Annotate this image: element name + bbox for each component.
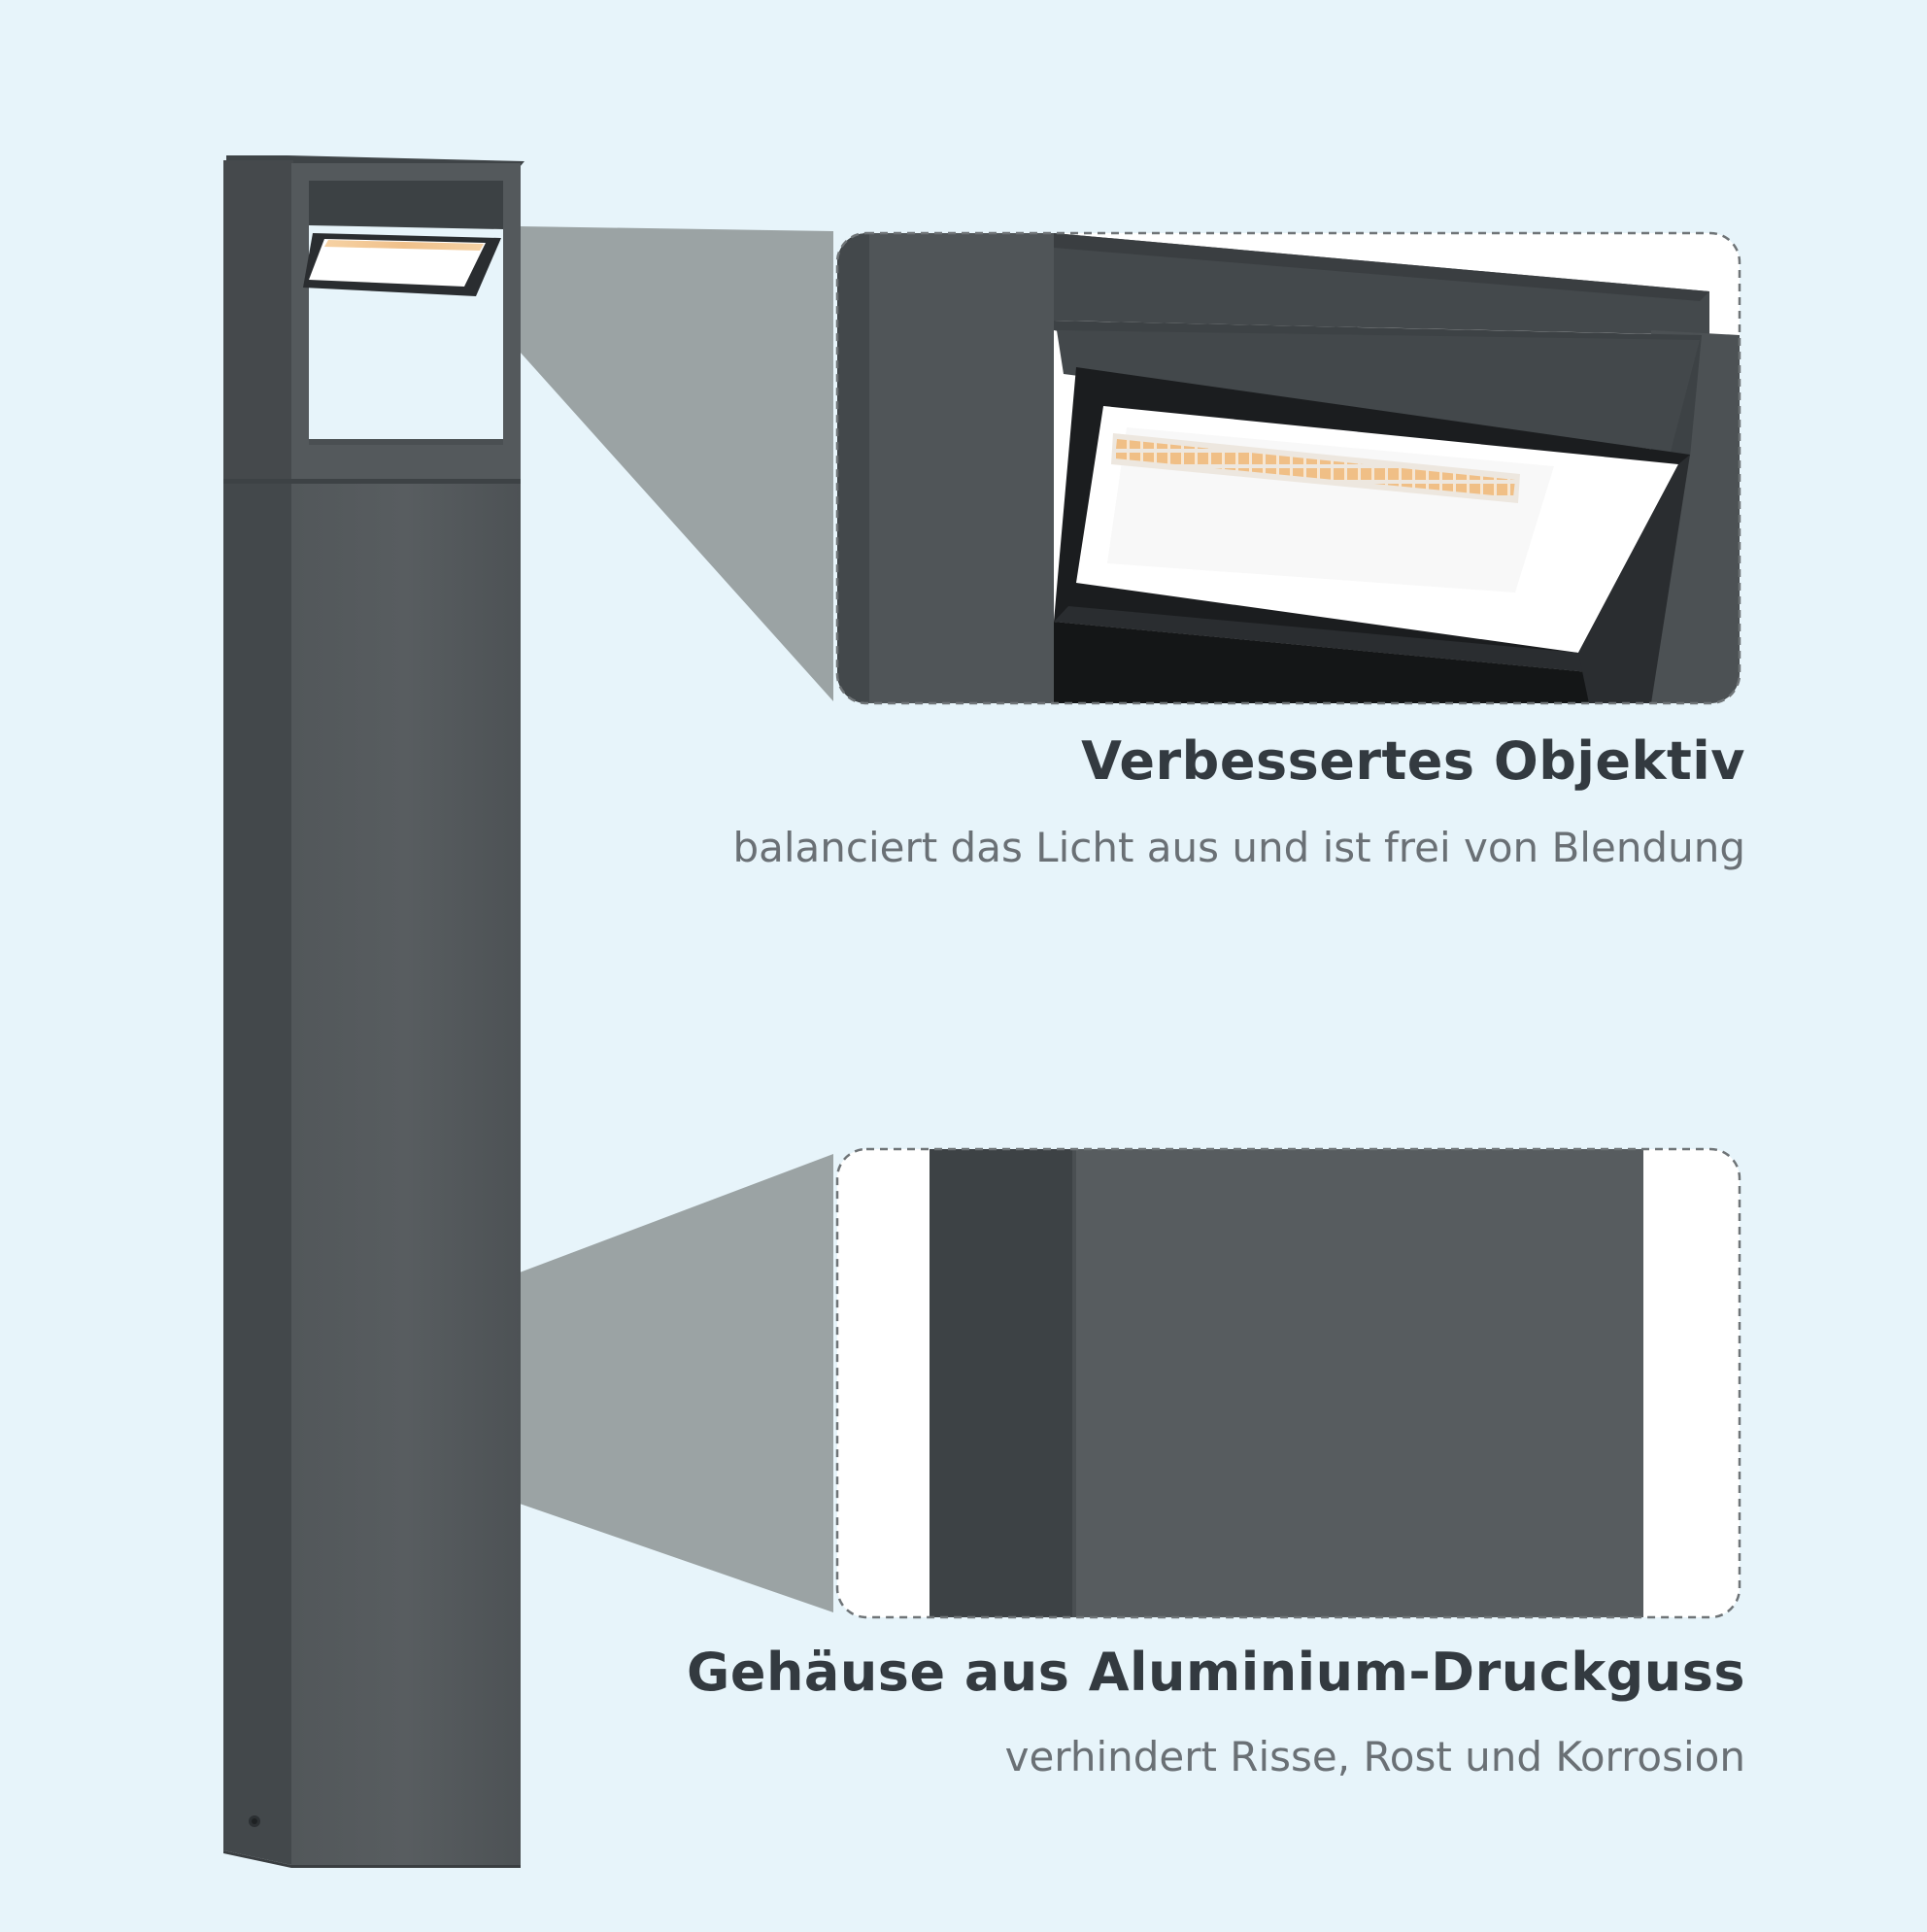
feature-subtitle-lens: balanciert das Licht aus und ist frei vo… [732,824,1745,871]
feature-title-housing: Gehäuse aus Aluminium-Druckguss [687,1642,1745,1703]
housing-closeup-panel [835,1147,1741,1619]
lens-closeup-panel [835,231,1741,705]
connector-beam-bottom [520,1154,833,1612]
lens-icon [309,239,486,287]
connector-beam-top [520,226,833,701]
bollard-light [223,155,524,1868]
feature-subtitle-housing: verhindert Risse, Rost und Korrosion [1004,1733,1745,1780]
feature-title-lens: Verbessertes Objektiv [1081,730,1745,792]
